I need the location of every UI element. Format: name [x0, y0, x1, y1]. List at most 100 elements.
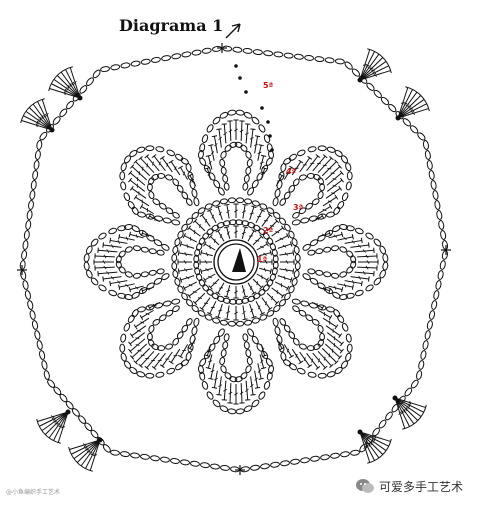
- stitch-bar: [140, 354, 145, 357]
- stitch-cap: [251, 315, 257, 319]
- border-chain: [388, 104, 397, 113]
- stitch-bar: [93, 454, 98, 457]
- stitch-bar: [318, 358, 320, 363]
- border-chain: [417, 132, 426, 141]
- stitch-bar: [250, 308, 254, 313]
- stitch-bar: [52, 420, 58, 423]
- stitch-cap: [367, 48, 373, 51]
- round3-chain: [273, 305, 281, 312]
- stitch-bar: [226, 289, 231, 293]
- round2-chain: [235, 298, 244, 305]
- round2-chain: [206, 288, 214, 296]
- petal-chain: [345, 292, 355, 299]
- petal-inner-chain: [223, 333, 230, 342]
- petal-inner-chain: [229, 141, 238, 148]
- stitch-bar: [219, 234, 223, 238]
- petal-chain: [120, 181, 127, 191]
- stitch-cap: [298, 360, 304, 365]
- stitch-cap: [128, 177, 133, 183]
- stitch-cap: [280, 225, 285, 231]
- round-label-r1: 1ª: [257, 255, 267, 264]
- petal-inner-chain: [350, 260, 357, 269]
- round2-chain: [235, 219, 244, 226]
- border-chain: [84, 422, 93, 432]
- border-chain: [79, 85, 88, 94]
- stitch-cap: [224, 318, 230, 321]
- stitch-cap: [68, 446, 71, 453]
- stitch-cap: [128, 170, 133, 176]
- petal-chain: [332, 291, 341, 299]
- stitch-cap: [405, 86, 411, 89]
- petal-chain: [191, 188, 198, 198]
- border-chain: [210, 463, 220, 470]
- stitch-cap: [204, 354, 210, 357]
- round3-chain: [191, 305, 199, 312]
- stitch-bar: [334, 285, 337, 290]
- round3-chain: [288, 285, 295, 294]
- border-chain: [428, 170, 435, 180]
- petal-chain: [98, 284, 107, 292]
- stitch-cap: [334, 324, 339, 330]
- border-chain: [39, 350, 46, 360]
- petal-inner-chain: [115, 260, 122, 269]
- petal-chain: [206, 124, 214, 133]
- stitch-bar: [208, 160, 212, 165]
- stitch-bar: [166, 162, 169, 167]
- border-chain: [100, 66, 111, 73]
- petal-inner-chain: [148, 191, 155, 200]
- stitch-bar: [110, 276, 114, 280]
- stitch-bar: [183, 268, 188, 272]
- stitch-cap: [339, 177, 344, 183]
- stitch-cap: [307, 364, 313, 369]
- stitch-bar: [186, 244, 189, 249]
- stitch-cap: [102, 276, 104, 282]
- petal-inner-chain: [229, 376, 238, 383]
- stitch-bar: [410, 109, 415, 113]
- round2-chain: [266, 279, 274, 287]
- stitch-cap: [298, 159, 304, 164]
- round2-chain: [193, 261, 200, 270]
- petal-inner-chain: [222, 341, 229, 350]
- petal-chain: [117, 292, 127, 299]
- border-chain: [29, 310, 36, 320]
- petal: [272, 298, 353, 379]
- stitch-cap: [328, 315, 333, 321]
- stitch-bar: [86, 450, 91, 453]
- stitch-bar: [135, 344, 140, 346]
- stitch-cap: [141, 288, 144, 294]
- petal-chain: [247, 187, 255, 196]
- border-chain: [330, 452, 340, 459]
- border-chain: [351, 68, 361, 77]
- round3-chain: [181, 223, 188, 232]
- petal-inner-chain: [298, 343, 307, 350]
- stitch-bar: [373, 73, 378, 77]
- border-chain: [59, 108, 68, 118]
- petal-inner-chain: [305, 314, 313, 322]
- border-chain: [160, 456, 170, 463]
- stitch-cap: [334, 194, 339, 200]
- stitch-bar: [145, 312, 150, 316]
- border-chain: [66, 100, 74, 110]
- round2-chain: [258, 228, 266, 236]
- round2-chain: [272, 261, 279, 270]
- petal-inner-chain: [124, 246, 133, 253]
- stitch-cap: [265, 241, 269, 247]
- border-chain: [120, 451, 130, 458]
- round3-chain: [279, 217, 286, 225]
- petal-inner-chain: [165, 174, 174, 181]
- round3-chain: [244, 319, 253, 326]
- stitch-bar: [408, 403, 411, 408]
- stitch-cap: [128, 286, 131, 293]
- stitch-bar: [208, 360, 213, 363]
- round3-chain: [235, 320, 245, 327]
- stitch-cap: [144, 154, 150, 159]
- stitch-cap: [208, 144, 214, 147]
- stitch-cap: [254, 386, 261, 389]
- petal-inner-chain: [312, 318, 320, 326]
- stitch-cap: [215, 291, 221, 295]
- round3-chain: [227, 197, 237, 204]
- round2-chain: [262, 232, 270, 240]
- stitch-bar: [125, 236, 129, 241]
- round3-chain: [172, 245, 179, 254]
